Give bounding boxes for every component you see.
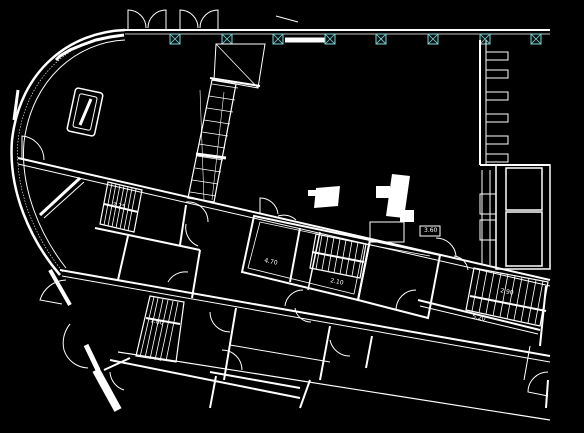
- door-3: [62, 323, 89, 369]
- door-6: [259, 197, 279, 215]
- dimension-label-1: 4.70: [264, 257, 279, 267]
- column-6: [427, 33, 439, 45]
- column-7: [479, 33, 491, 45]
- display-cabinet: [66, 87, 104, 137]
- door-13: [209, 311, 231, 333]
- room-partitions: [94, 204, 373, 409]
- dimension-label-7: 3.25: [112, 201, 127, 211]
- column-1: [169, 33, 181, 45]
- door-10: [395, 289, 417, 311]
- door-1: [21, 135, 45, 161]
- door-11: [435, 237, 457, 257]
- left-corridor-stair: [99, 181, 143, 233]
- door-swings: [21, 135, 549, 397]
- furniture-tables: [308, 174, 441, 243]
- door-12: [453, 255, 469, 271]
- door-5: [185, 223, 199, 247]
- top-entrance-doors: [127, 9, 219, 30]
- column-5: [375, 33, 387, 45]
- dimension-label-3: 3.60: [424, 227, 438, 234]
- column-3: [272, 33, 284, 45]
- central-rooms: [240, 214, 442, 320]
- lower-left-stair: [135, 295, 185, 363]
- door-16: [109, 371, 125, 391]
- corridor-walls: [17, 157, 551, 421]
- door-2: [39, 279, 67, 305]
- dimension-label-4: 5.20: [472, 313, 487, 323]
- central-stair: [309, 233, 367, 279]
- door-8: [284, 289, 304, 307]
- door-7: [277, 214, 297, 221]
- curved-facade: [10, 28, 126, 276]
- door-14: [221, 349, 243, 371]
- column-8: [530, 33, 542, 45]
- right-storage: [479, 40, 551, 270]
- dimension-label-6: 1.60: [150, 317, 165, 327]
- top-facade: [125, 15, 550, 43]
- right-stair: [417, 267, 549, 335]
- door-15: [329, 339, 351, 357]
- dimension-labels: 4.70 2.10 3.60 5.20 2.90 1.60 3.25: [112, 201, 515, 327]
- door-4: [185, 201, 209, 223]
- door-9: [294, 307, 312, 323]
- column-4: [324, 33, 336, 45]
- column-2: [221, 33, 233, 45]
- dimension-label-2: 2.10: [330, 277, 345, 287]
- dimension-label-5: 2.90: [500, 287, 515, 297]
- door-17: [527, 371, 549, 397]
- upper-stair: [187, 43, 266, 203]
- column-row: [169, 33, 542, 45]
- lower-left-walls: [48, 269, 131, 412]
- right-exterior: [523, 285, 549, 409]
